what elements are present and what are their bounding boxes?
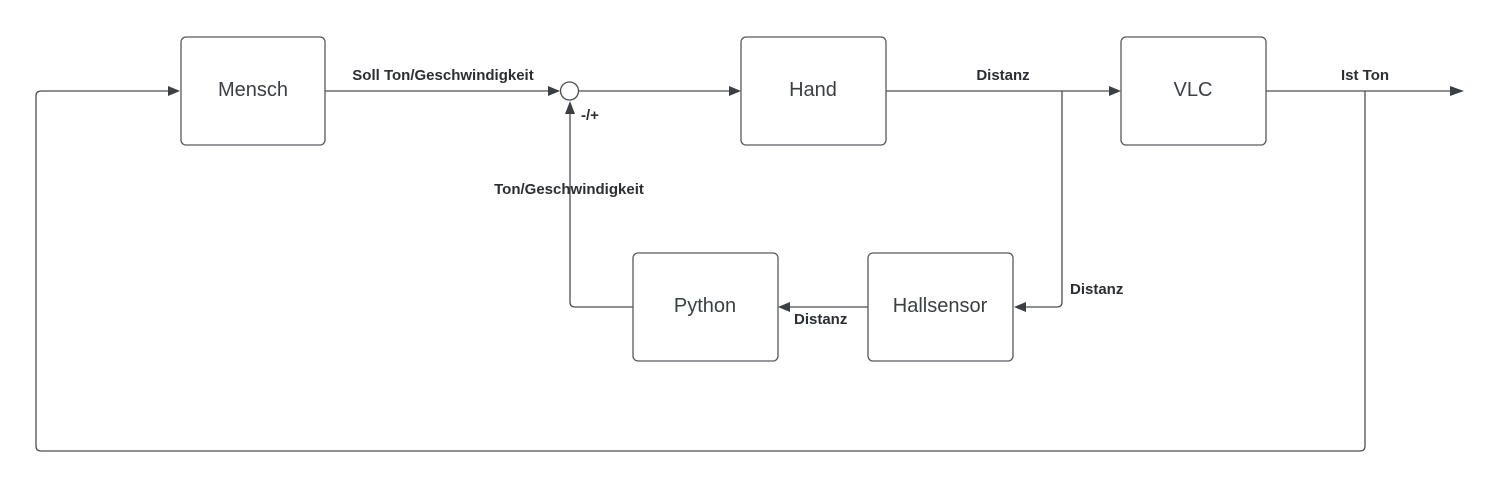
label-distanz-hand-vlc: Distanz bbox=[976, 67, 1029, 84]
label-soll-ton: Soll Ton/Geschwindigkeit bbox=[352, 67, 533, 84]
arrowhead-output bbox=[1450, 86, 1464, 96]
label-ton-geschwindigkeit: Ton/Geschwindigkeit bbox=[494, 181, 644, 198]
arrowhead-into-python bbox=[778, 302, 790, 312]
edge-branch-to-hallsensor bbox=[1024, 91, 1063, 308]
block-vlc-label: VLC bbox=[1174, 79, 1213, 101]
block-hand-label: Hand bbox=[789, 79, 837, 101]
block-mensch-label: Mensch bbox=[218, 79, 288, 101]
block-hallsensor[interactable]: Hallsensor bbox=[867, 252, 1014, 362]
outer-feedback-line bbox=[35, 90, 1366, 452]
arrowhead-into-hand bbox=[729, 86, 741, 96]
label-ist-ton: Ist Ton bbox=[1341, 67, 1389, 84]
arrowhead-into-sum-feedback bbox=[565, 101, 575, 114]
summing-junction bbox=[559, 81, 580, 101]
arrowhead-into-sum bbox=[548, 86, 560, 96]
block-mensch[interactable]: Mensch bbox=[180, 36, 326, 146]
arrowhead-into-mensch bbox=[168, 86, 180, 96]
block-vlc[interactable]: VLC bbox=[1120, 36, 1267, 146]
label-distanz-hallsensor-python: Distanz bbox=[794, 311, 847, 328]
arrowhead-into-hallsensor bbox=[1014, 302, 1026, 312]
block-hand[interactable]: Hand bbox=[740, 36, 887, 146]
label-sum-sign: -/+ bbox=[581, 107, 599, 124]
block-python[interactable]: Python bbox=[632, 252, 779, 362]
label-distanz-branch: Distanz bbox=[1070, 281, 1123, 298]
block-python-label: Python bbox=[674, 295, 736, 317]
edge-python-to-sum bbox=[569, 112, 633, 308]
arrowhead-into-vlc bbox=[1109, 86, 1121, 96]
block-hallsensor-label: Hallsensor bbox=[893, 295, 988, 317]
